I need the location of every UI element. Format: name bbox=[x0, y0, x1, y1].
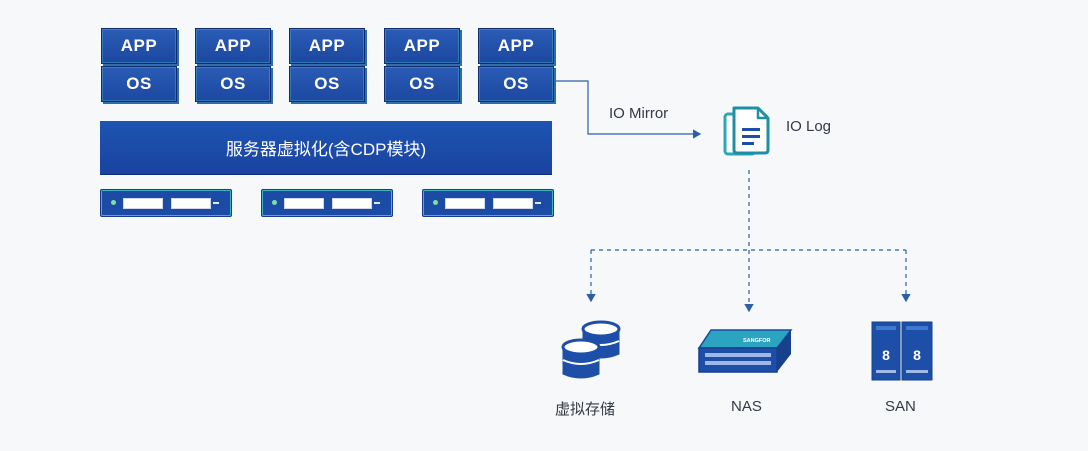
io-mirror-line bbox=[554, 80, 702, 139]
app-layer: APP bbox=[289, 28, 365, 64]
vm-stack-2: APP OS bbox=[195, 28, 271, 102]
app-layer: APP bbox=[101, 28, 177, 64]
san-label: SAN bbox=[885, 398, 916, 415]
svg-text:8: 8 bbox=[882, 347, 890, 363]
rack-server-1 bbox=[100, 189, 232, 217]
app-layer: APP bbox=[384, 28, 460, 64]
rack-server-2 bbox=[261, 189, 393, 217]
status-led-icon bbox=[272, 200, 277, 205]
os-layer: OS bbox=[478, 66, 554, 102]
app-layer: APP bbox=[478, 28, 554, 64]
virtual-storage-label: 虚拟存储 bbox=[555, 401, 616, 418]
nas-brand-text: SANGFOR bbox=[743, 338, 771, 344]
virtualization-layer: 服务器虚拟化(含CDP模块) bbox=[100, 121, 552, 174]
vm-stack-4: APP OS bbox=[384, 28, 460, 102]
nas-appliance-icon: SANGFOR bbox=[697, 329, 793, 373]
os-layer: OS bbox=[195, 66, 271, 102]
nas-label: NAS bbox=[731, 398, 762, 415]
app-layer: APP bbox=[195, 28, 271, 64]
vm-stack-3: APP OS bbox=[289, 28, 365, 102]
status-led-icon bbox=[111, 200, 116, 205]
io-mirror-label: IO Mirror bbox=[609, 105, 669, 122]
vm-stack-1: APP OS bbox=[101, 28, 177, 102]
io-log-label: IO Log bbox=[786, 118, 832, 135]
database-icon bbox=[561, 320, 621, 379]
vm-stack-5: APP OS bbox=[478, 28, 554, 102]
status-led-icon bbox=[433, 200, 438, 205]
svg-text:8: 8 bbox=[913, 347, 921, 363]
san-storage-icon: 8 8 bbox=[871, 321, 933, 381]
os-layer: OS bbox=[289, 66, 365, 102]
rack-server-3 bbox=[422, 189, 554, 217]
log-document-icon bbox=[723, 106, 770, 156]
os-layer: OS bbox=[384, 66, 460, 102]
os-layer: OS bbox=[101, 66, 177, 102]
